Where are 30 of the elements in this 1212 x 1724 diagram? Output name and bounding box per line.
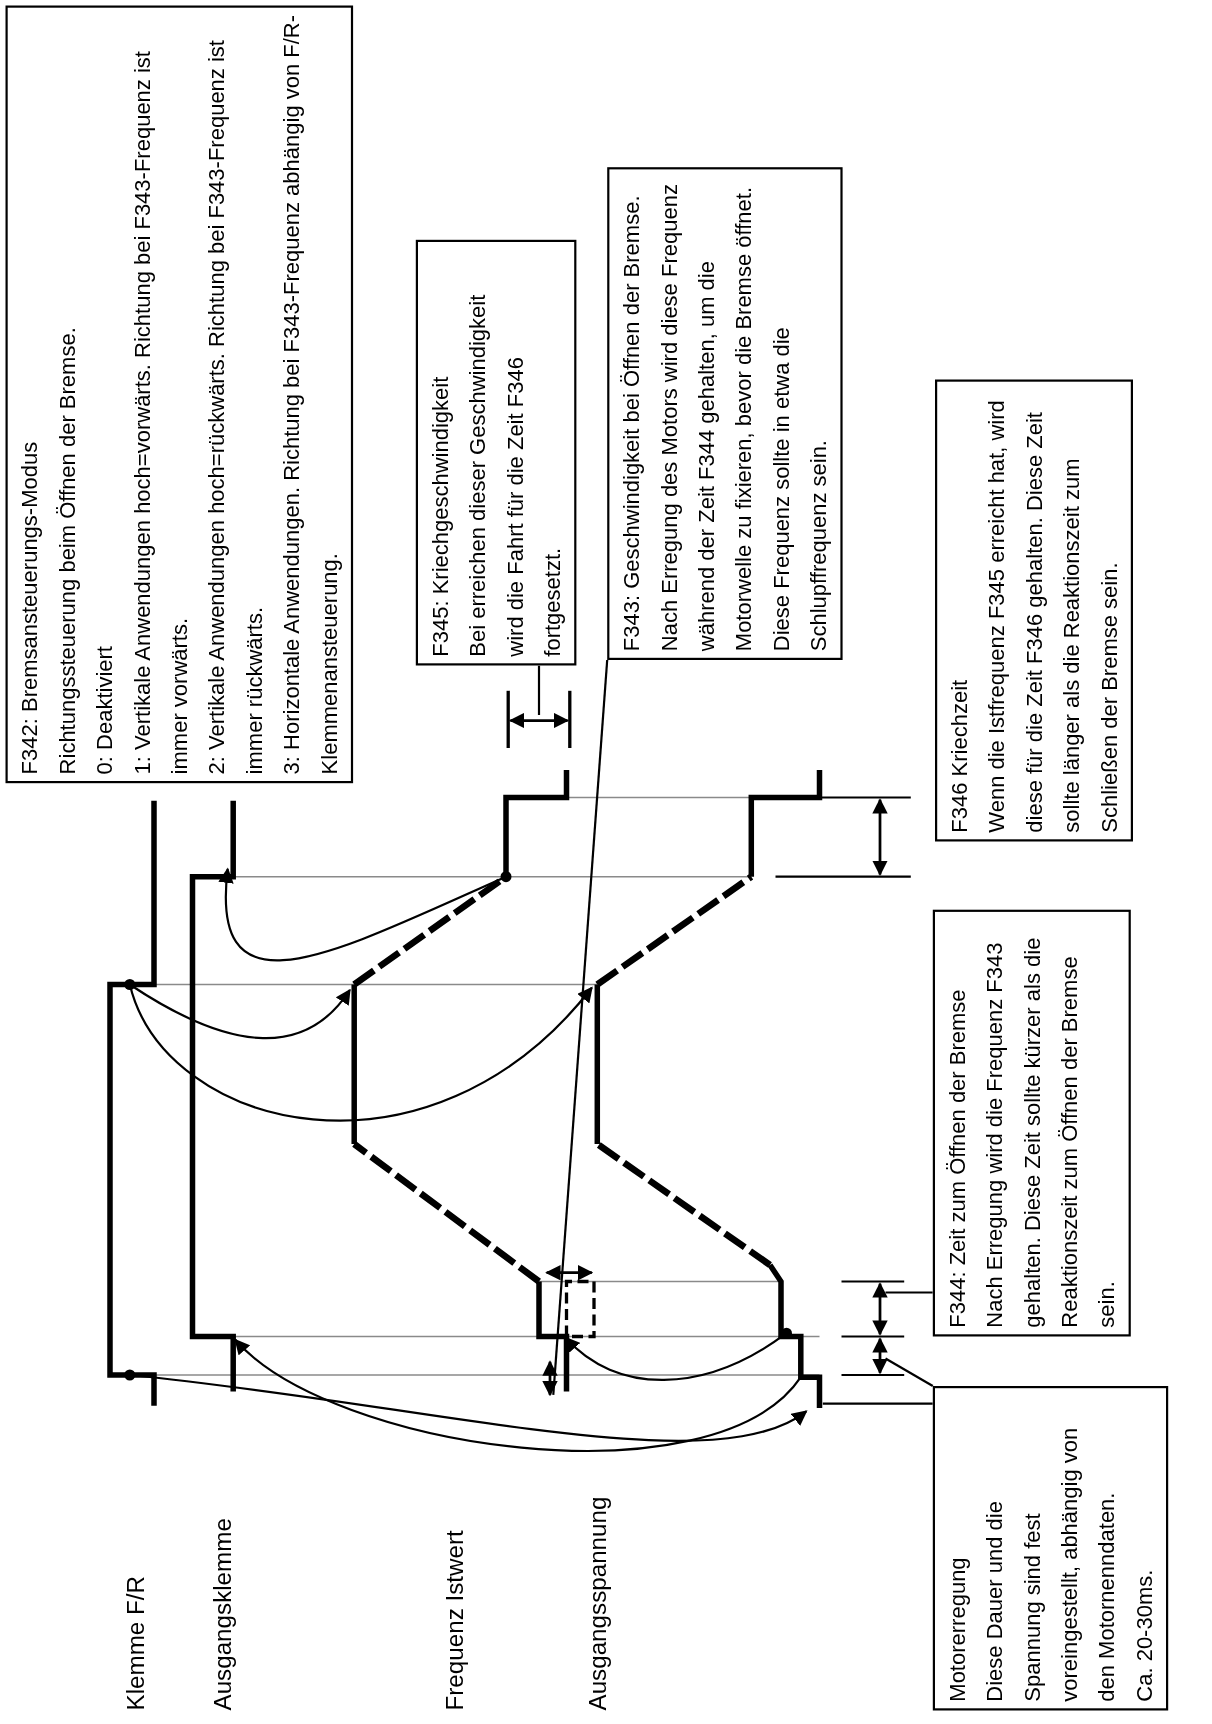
callout-text: Bei erreichen dieser Geschwindigkeit wird die Fahrt für die Zeit F346 fortgesetzt. — [464, 293, 566, 657]
signal-label: Ausgangsspannung — [584, 1496, 613, 1711]
signal-label: Frequenz Istwert — [441, 1530, 470, 1711]
callout-text: Ca. 20-30ms. — [1130, 1568, 1158, 1702]
callout-box — [5, 5, 354, 784]
callout-heading: Motorerregung — [943, 1556, 971, 1702]
leader-line — [822, 1402, 933, 1405]
leader-line — [552, 659, 609, 1395]
callout-text: Diese Dauer und die Spannung sind fest voreingestellt, abhängig von den Motornenndaten. — [981, 1426, 1120, 1702]
callout-text: Nach Erregung wird die Frequenz F343 gehalten. Diese Zeit sollte kürzer als die Reaktionszeit zum Öffnen der Bremse sein. — [981, 936, 1120, 1328]
callout-box — [415, 239, 577, 666]
callout-box — [932, 909, 1131, 1337]
callout-heading: F346 Kriechzeit — [946, 678, 973, 833]
callout-text: 2: Vertikale Anwendungen hoch=rückwärts. Richtung bei F343-Frequenz ist immer rückwärts. — [203, 39, 268, 775]
leader-line — [884, 1357, 934, 1387]
callout-text: Richtungssteuerung beim Öffnen der Bremse. — [54, 326, 81, 775]
callout-box — [935, 379, 1133, 842]
signal-label: Klemme F/R — [122, 1576, 151, 1711]
callout-heading: F344: Zeit zum Öffnen der Bremse — [943, 988, 971, 1328]
leader-line — [537, 665, 541, 715]
callout-text: F343: Geschwindigkeit bei Öffnen der Bremse. Nach Erregung des Motors wird diese Frequenz während der Zeit F344 gehalten, um die Motorwelle zu fixieren, bevor die Bremse öffnet. Diese Frequenz sollte in etwa die Schlupffrequenz sein. — [618, 183, 832, 652]
callout-heading: F342: Bremsansteuerungs-Modus — [16, 440, 43, 775]
callout-heading: F345: Kriechgeschwindigkeit — [426, 375, 454, 657]
callout-text: 1: Vertikale Anwendungen hoch=vorwärts. Richtung bei F343-Frequenz ist immer vorwärts. — [128, 50, 193, 775]
callout-box — [932, 1386, 1169, 1711]
callout-text: 0: Deaktiviert — [91, 645, 118, 775]
signal-label: Ausgangsklemme — [209, 1518, 238, 1711]
callout-text: 3: Horizontale Anwendungen. Richtung bei F343-Frequenz abhängig von F/R-Klemmenansteuerung. — [278, 14, 343, 775]
callout-text: Wenn die Istfrequenz F345 erreicht hat, wird diese für die Zeit F346 gehalten. Diese Zeit sollte länger als die Reaktionszeit zum Schließen der Bremse sein. — [983, 399, 1122, 833]
leader-line — [885, 1291, 933, 1294]
